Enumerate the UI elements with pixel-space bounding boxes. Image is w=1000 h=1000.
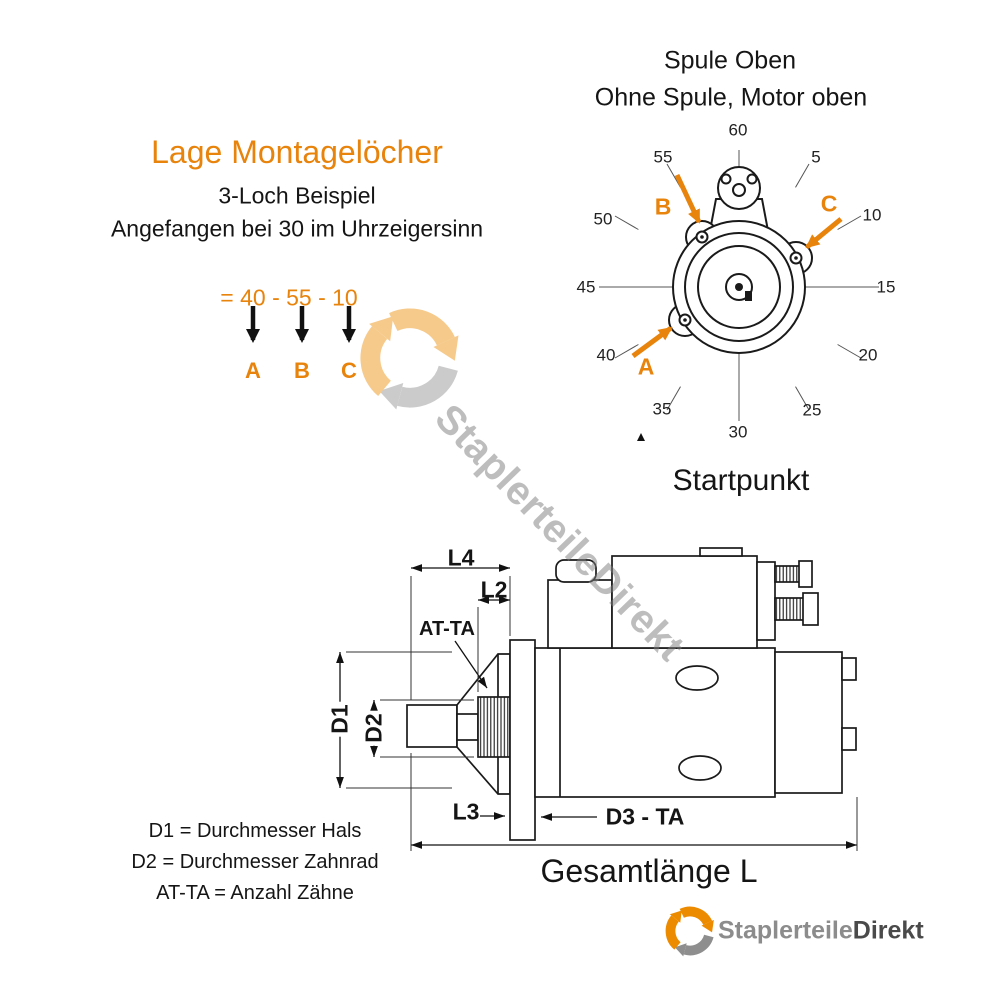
dial-tick-15: 15 <box>876 277 896 297</box>
dim-label-d2: D2 <box>361 710 387 746</box>
dial-tick-55: 55 <box>653 147 673 167</box>
formula-label-a: A <box>245 358 261 383</box>
startpoint-marker <box>637 433 645 441</box>
dial-tick-30: 30 <box>728 422 748 442</box>
formula-label-b: B <box>294 358 310 383</box>
extension-lines <box>346 576 858 851</box>
dial-subheading: Ohne Spule, Motor oben <box>594 83 868 112</box>
legend-at-ta: AT-TA = Anzahl Zähne <box>156 882 354 904</box>
logo-icon <box>670 910 714 956</box>
legend-d1: D1 = Durchmesser Hals <box>148 820 362 842</box>
legend-d2: D2 = Durchmesser Zahnrad <box>131 851 379 873</box>
dim-label-d1: D1 <box>327 701 353 737</box>
dim-label-l3: L3 <box>452 798 480 825</box>
dim-label-l2: L2 <box>480 576 508 603</box>
dim-label-at-ta: AT-TA <box>419 618 475 640</box>
formula-label-c: C <box>341 358 357 383</box>
total-length-label: Gesamtlänge L <box>540 853 758 889</box>
dim-label-d3-ta: D3 - TA <box>605 803 685 830</box>
dim-label-l4: L4 <box>447 544 475 571</box>
brand-name-part1: Staplerteile <box>718 916 853 945</box>
dial-hole-label-c: C <box>820 190 838 217</box>
dial-tick-5: 5 <box>811 147 821 167</box>
dial-hole-label-a: A <box>637 353 655 380</box>
motor-front-view <box>668 166 813 354</box>
brand-name-part2: Direkt <box>852 916 924 945</box>
dial-tick-25: 25 <box>802 400 822 420</box>
dial-tick-60: 60 <box>728 120 748 140</box>
dial-tick-40: 40 <box>596 345 616 365</box>
subtitle-example: 3-Loch Beispiel <box>218 182 376 209</box>
dial-heading: Spule Oben <box>663 46 797 75</box>
subtitle-rule: Angefangen bei 30 im Uhrzeigersinn <box>110 215 484 242</box>
hole-arrows <box>631 173 843 359</box>
start-label: Startpunkt <box>672 464 810 497</box>
dial-tick-45: 45 <box>576 277 596 297</box>
dial-tick-20: 20 <box>858 345 878 365</box>
watermark-swirl-icon <box>369 316 458 409</box>
dial-tick-35: 35 <box>652 399 672 419</box>
dial-tick-50: 50 <box>593 209 613 229</box>
formula-arrows <box>246 306 356 343</box>
brand-logo: StaplerteileDirekt <box>718 917 924 946</box>
motor-side-view <box>406 547 857 841</box>
dial-tick-10: 10 <box>862 205 882 225</box>
hole-formula: = 40 - 55 - 10 <box>220 284 358 311</box>
page-title: Lage Montagelöcher <box>151 134 443 170</box>
dial-hole-label-b: B <box>654 193 672 220</box>
